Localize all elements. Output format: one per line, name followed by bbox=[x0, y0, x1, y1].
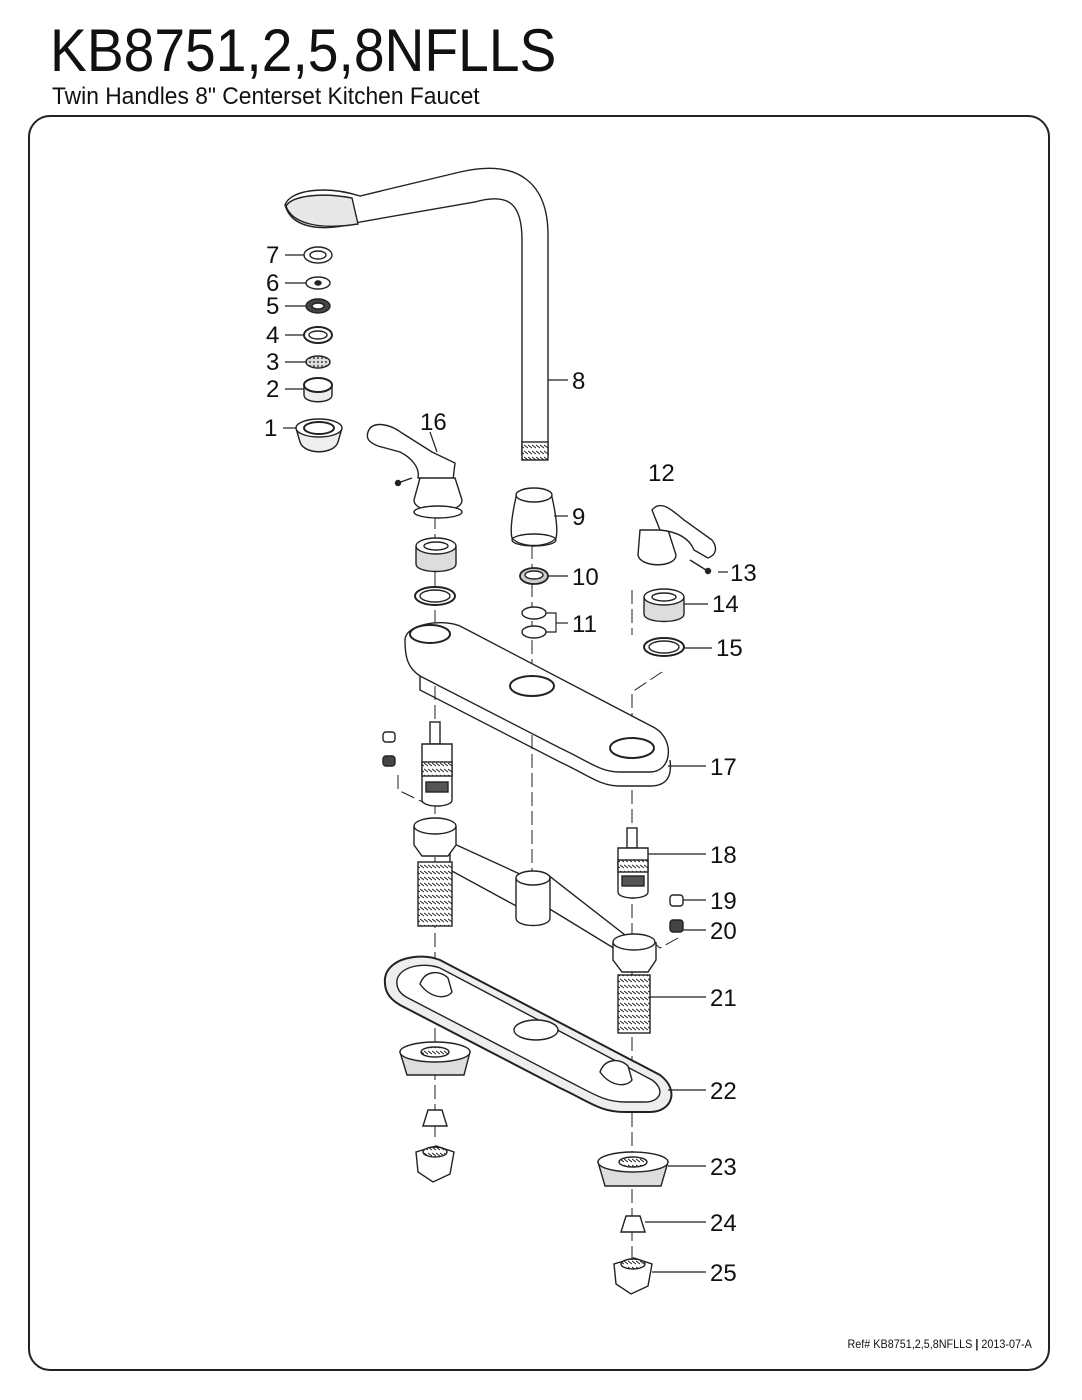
part-aerator-housing-2 bbox=[303, 377, 333, 403]
part-left-bonnet-nut bbox=[415, 537, 457, 573]
part-base-gasket bbox=[383, 955, 673, 1113]
part-label-4: 4 bbox=[266, 322, 279, 349]
part-left-coupling-nut bbox=[415, 1145, 455, 1183]
part-label-10: 10 bbox=[572, 564, 599, 591]
leader-lines bbox=[283, 254, 728, 1273]
reference-footer: Ref# KB8751,2,5,8NFLLS | 2013-07-A bbox=[848, 1337, 1032, 1351]
part-label-16: 16 bbox=[420, 409, 447, 436]
part-label-19: 19 bbox=[710, 888, 737, 915]
part-right-cone-washer bbox=[620, 1215, 646, 1233]
part-label-25: 25 bbox=[710, 1260, 737, 1287]
part-valve-body bbox=[413, 817, 657, 1034]
part-right-bonnet-nut bbox=[643, 588, 685, 623]
part-label-17: 17 bbox=[710, 754, 737, 781]
part-left-mounting-nut bbox=[399, 1041, 471, 1076]
page-title: KB8751,2,5,8NFLLS bbox=[50, 17, 557, 84]
part-label-3: 3 bbox=[266, 349, 279, 376]
part-right-cartridge bbox=[617, 827, 649, 899]
part-aerator-disc-6 bbox=[305, 276, 331, 290]
part-seat bbox=[669, 894, 684, 907]
part-label-22: 22 bbox=[710, 1078, 737, 1105]
part-label-9: 9 bbox=[572, 504, 585, 531]
part-label-20: 20 bbox=[710, 918, 737, 945]
part-label-2: 2 bbox=[266, 376, 279, 403]
part-right-mounting-nut bbox=[597, 1151, 669, 1187]
part-spout-nut bbox=[519, 567, 549, 585]
part-left-seat bbox=[382, 731, 396, 767]
part-spout bbox=[284, 167, 549, 461]
part-label-11: 11 bbox=[572, 611, 597, 638]
part-deck-plate bbox=[404, 622, 672, 787]
part-aerator-cap-1 bbox=[295, 418, 343, 453]
page-subtitle: Twin Handles 8" Centerset Kitchen Faucet bbox=[52, 83, 480, 110]
part-label-1: 1 bbox=[264, 415, 277, 442]
part-spout-collar bbox=[510, 487, 558, 547]
part-label-24: 24 bbox=[710, 1210, 737, 1237]
part-label-13: 13 bbox=[730, 560, 757, 587]
ref-number: Ref# KB8751,2,5,8NFLLS bbox=[847, 1337, 973, 1351]
part-left-cartridge bbox=[421, 721, 453, 807]
part-right-washer bbox=[643, 637, 685, 657]
ref-date-code: 2013-07-A bbox=[981, 1337, 1032, 1351]
part-left-washer bbox=[414, 586, 456, 606]
part-left-handle bbox=[366, 423, 463, 519]
diagram-frame bbox=[28, 115, 1050, 1371]
part-label-5: 5 bbox=[266, 293, 279, 320]
part-right-coupling-nut bbox=[613, 1257, 653, 1295]
part-aerator-insert-5 bbox=[305, 298, 331, 314]
part-label-21: 21 bbox=[710, 985, 737, 1012]
part-label-12: 12 bbox=[648, 460, 675, 487]
part-aerator-screen-3 bbox=[305, 355, 331, 369]
part-aerator-washer-7 bbox=[303, 246, 333, 264]
part-number-labels: 7 6 5 4 3 2 1 8 16 12 9 13 10 14 11 15 1… bbox=[264, 242, 757, 1287]
part-spout-o-rings bbox=[521, 606, 547, 639]
part-spring bbox=[669, 919, 684, 933]
part-label-7: 7 bbox=[266, 242, 279, 269]
part-label-15: 15 bbox=[716, 635, 743, 662]
part-label-6: 6 bbox=[266, 270, 279, 297]
ref-separator: | bbox=[972, 1337, 982, 1351]
part-label-8: 8 bbox=[572, 368, 585, 395]
part-label-23: 23 bbox=[710, 1154, 737, 1181]
part-aerator-ring-4 bbox=[303, 326, 333, 344]
part-right-handle bbox=[637, 504, 717, 575]
part-label-14: 14 bbox=[712, 591, 739, 618]
part-label-18: 18 bbox=[710, 842, 737, 869]
part-left-cone-washer bbox=[422, 1109, 448, 1127]
